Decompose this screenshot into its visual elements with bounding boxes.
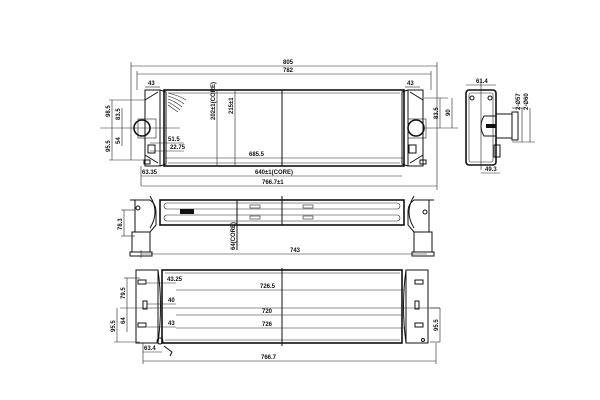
dim-40: 40 [168, 298, 175, 304]
dim-49-3: 49.3 [485, 167, 497, 173]
dim-743: 743 [290, 248, 301, 254]
dim-720: 720 [262, 309, 273, 315]
dim-64: 64 [121, 317, 127, 324]
bottom-view: 43.25 726.5 40 720 43 726 79.5 64 95.5 6… [111, 268, 441, 364]
side-view: 61.4 49.3 2-Ø57 2-Ø60 [465, 79, 535, 174]
dim-core-depth: 64(CORE) [231, 222, 237, 250]
middle-view: 78.3 64(CORE) 743 [118, 195, 435, 258]
dim-51-5: 51.5 [168, 137, 180, 143]
dim-215: 215±1 [229, 97, 235, 114]
dim-83-5-left: 83.5 [116, 108, 122, 120]
dim-90: 90 [446, 109, 452, 116]
dim-43-right: 43 [407, 81, 414, 87]
dim-63-4: 63.4 [144, 346, 156, 352]
dim-95-5-right: 95.5 [434, 319, 440, 331]
dim-98-5: 98.5 [106, 105, 112, 117]
dim-core-height: 202±1(CORE) [211, 82, 217, 120]
dim-726: 726 [262, 322, 273, 328]
dim-54: 54 [116, 137, 122, 144]
dim-core-width: 640±1(CORE) [255, 170, 293, 176]
dim-805: 805 [283, 60, 294, 66]
dim-685-5: 685.5 [249, 152, 265, 158]
dim-22-75: 22.75 [170, 145, 186, 151]
dim-79-5: 79.5 [121, 287, 127, 299]
dim-43: 43 [168, 321, 175, 327]
dim-726-5: 726.5 [260, 284, 276, 290]
dim-95-5-top: 95.5 [106, 140, 112, 152]
dim-2-60: 2-Ø60 [524, 93, 530, 110]
top-view: 805 782 43 43 [100, 60, 458, 190]
dim-766-7-bottom: 766.7 [261, 355, 277, 361]
dim-83-5-right: 83.5 [434, 107, 440, 119]
dim-766-7-top: 766.7±1 [262, 180, 284, 186]
dim-78-3: 78.3 [118, 218, 124, 230]
dim-782: 782 [283, 68, 294, 74]
dim-43-left: 43 [148, 81, 155, 87]
dim-43-25: 43.25 [167, 277, 183, 283]
dim-63-35: 63.35 [142, 170, 158, 176]
dim-95-5-left: 95.5 [111, 320, 117, 332]
dim-61-4: 61.4 [476, 79, 488, 85]
dim-2-57: 2-Ø57 [516, 93, 522, 110]
